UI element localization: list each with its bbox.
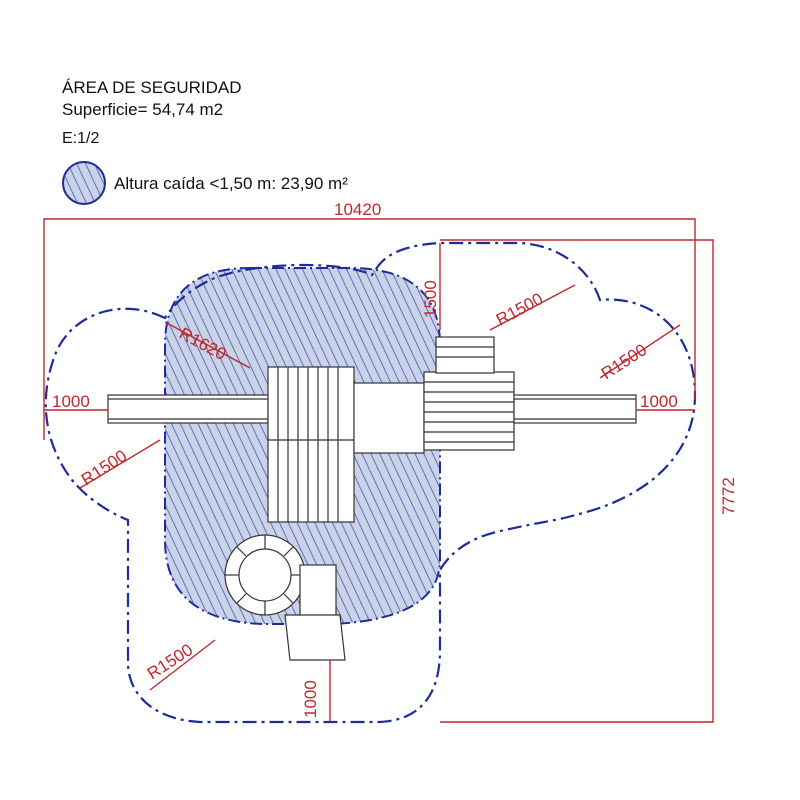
legend-label: Altura caída <1,50 m: 23,90 m² — [114, 174, 348, 193]
safety-boundary — [44, 241, 697, 724]
diagram-title: ÁREA DE SEGURIDAD — [62, 78, 242, 97]
dim-radius-bottom-left: R1500 — [144, 640, 196, 683]
left-beam — [107, 394, 269, 424]
dim-radius-top-right-a: R1500 — [493, 289, 546, 329]
right-tower — [423, 371, 515, 451]
dim-top-margin: 1500 — [421, 280, 440, 318]
dim-right-margin: 1000 — [640, 392, 678, 411]
dim-radius-top-right-b: R1500 — [598, 340, 650, 383]
dim-total-height: 7772 — [719, 477, 738, 515]
right-beam — [513, 394, 637, 424]
surface-area-label: Superficie= 54,74 m2 — [62, 100, 224, 119]
scale-label: E:1/2 — [62, 130, 100, 147]
dim-left-margin: 1000 — [52, 392, 90, 411]
dim-total-width: 10420 — [334, 200, 381, 219]
dim-radius-left: R1500 — [78, 446, 130, 489]
equipment — [107, 336, 637, 661]
central-platform — [267, 366, 355, 523]
bridge — [353, 382, 425, 454]
ladder — [435, 336, 495, 374]
dim-bottom-margin: 1000 — [301, 680, 320, 718]
tower-slats — [424, 381, 514, 443]
spiral-slide — [224, 534, 346, 661]
dimension-lines — [43, 218, 714, 723]
platform-slats — [268, 367, 354, 522]
legend-hatch-icon — [62, 161, 106, 205]
